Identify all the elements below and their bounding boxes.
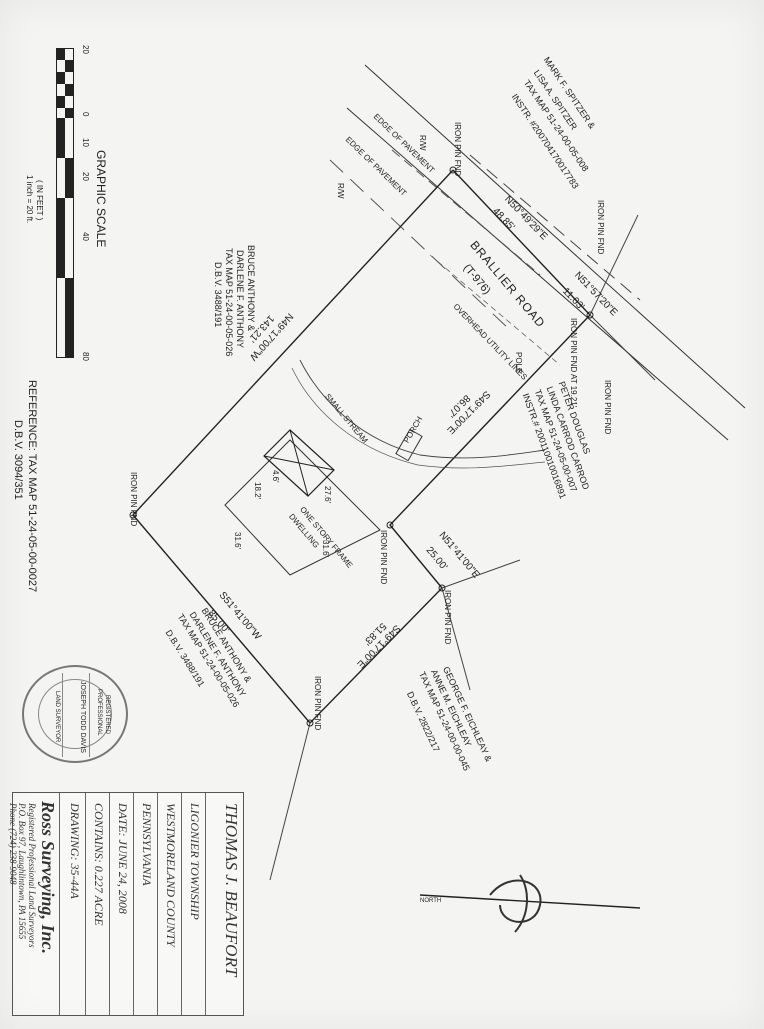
north-arrow-flourish-2 (514, 874, 528, 933)
scale-unit: ( IN FEET ) (35, 180, 44, 221)
seal-line-2: PROFESSIONAL (96, 689, 102, 736)
pin-3 (386, 521, 394, 529)
scale-title: GRAPHIC SCALE (94, 150, 108, 248)
pin-4 (438, 584, 446, 592)
house-dim-4: 4.6' (271, 470, 280, 483)
pin-label-1: IRON PIN FND (453, 122, 462, 177)
tb-cell-state (133, 793, 158, 1015)
scale-tick-1: 20 (81, 45, 90, 54)
tb-cell-date (109, 793, 134, 1015)
tb-company-cell (13, 793, 60, 1015)
adj-west-4: D.B.V. 3488/191 (213, 262, 223, 328)
neighbor-line-2 (589, 314, 656, 381)
house-dim-5: 31.6' (233, 532, 242, 550)
road-line-2 (346, 107, 729, 441)
north-label: NORTH (420, 898, 442, 904)
tb-cell-county (157, 793, 182, 1015)
north-arrow-flourish (489, 879, 542, 923)
neighbor-line-1 (589, 214, 639, 316)
utility-line (429, 254, 561, 366)
tb-state: PENNSYLVANIA (140, 803, 154, 886)
tb-cell-contains (85, 793, 110, 1015)
tb-company: Ross Surveying, Inc. (38, 801, 58, 955)
house-dim-3: 18.2' (253, 482, 262, 500)
reference-line-1: REFERENCE: TAX MAP 51-24-05-00-0027 (26, 380, 38, 593)
neighbor-line-5 (441, 587, 471, 691)
road-line-1 (364, 64, 746, 409)
house-dim-1: 27.6' (323, 486, 332, 504)
tb-cell-township (181, 793, 206, 1015)
reference-line-2: D.B.V. 3094/351 (12, 420, 24, 500)
rw-label-2: R/W (336, 183, 345, 199)
graphic-scale (56, 48, 74, 368)
tb-date: DATE: JUNE 24, 2008 (116, 803, 130, 914)
tb-drawing: DRAWING: 35-44A (68, 803, 82, 899)
pin-label-8: IRON PIN FND (129, 472, 138, 527)
pin-label-4: IRON PIN FND (603, 380, 612, 435)
pin-label-5: IRON PIN FND (379, 530, 388, 585)
road-line-3 (391, 149, 541, 276)
adj-west-2: DARLENE F. ANTHONY (235, 250, 245, 349)
scale-tick-5: 40 (81, 232, 90, 241)
seal-band (62, 673, 90, 757)
title-block: THOMAS J. BEAUFORT LIGONIER TOWNSHIP WES… (8, 792, 244, 1016)
house-outline (224, 439, 381, 576)
seal-line-1: REGISTERED (104, 695, 110, 735)
pin-1 (449, 166, 457, 174)
rw-label-1: R/W (418, 135, 427, 151)
stream-line-2 (291, 367, 546, 469)
neighbor-line-4 (269, 722, 311, 881)
pin-label-6: IRON PIN FND (443, 590, 452, 645)
seal-inner-ring (38, 679, 112, 749)
centerline (469, 154, 641, 301)
pin-label-7: IRON PIN FND (313, 676, 322, 731)
seal-line-3: LAND SURVEYOR (54, 691, 60, 743)
road-line-4 (329, 159, 511, 331)
adj-west-1: BRUCE ANTHONY & (246, 245, 256, 331)
north-arrow-shaft (419, 894, 641, 909)
scale-tick-2: 0 (81, 112, 90, 117)
tb-county: WESTMORELAND COUNTY (164, 803, 178, 947)
tb-company-sub: Registered Professional Land Surveyors (27, 803, 37, 948)
tb-phone: Phone (724) 238-9048 (8, 803, 18, 885)
scale-tick-4: 20 (81, 172, 90, 181)
pin-5 (306, 719, 314, 727)
scale-ratio: 1 inch = 20 ft. (25, 175, 34, 224)
surveyor-seal: JOSEPH TODD DAVIS REGISTERED PROFESSIONA… (22, 665, 128, 763)
adj-west-3: TAX MAP 51-24-00-05-026 (224, 248, 234, 357)
tb-cell-drawing (59, 793, 86, 1015)
porch-rect (395, 428, 423, 462)
house-hatch-2 (289, 429, 309, 497)
neighbor-line-3 (441, 559, 521, 589)
pin-6 (129, 511, 137, 519)
pin-label-3: IRON PIN FND AT 19.21' (569, 318, 578, 408)
tb-township: LIGONIER TOWNSHIP (188, 803, 202, 920)
seal-name: JOSEPH TODD DAVIS (79, 681, 86, 753)
scale-tick-6: 80 (81, 352, 90, 361)
tb-contains: CONTAINS: 0.227 ACRE (92, 803, 106, 926)
house-dim-2: 31.6' (321, 540, 330, 558)
pole-label: POLE (514, 352, 523, 374)
tb-address: P.O. Box 97, Laughlintown, PA 15655 (17, 803, 27, 940)
pin-label-2: IRON PIN FND (596, 200, 605, 255)
scale-tick-3: 10 (81, 138, 90, 147)
pin-2 (586, 311, 594, 319)
stream-line (299, 359, 546, 459)
tb-owner: THOMAS J. BEAUFORT (222, 803, 241, 977)
